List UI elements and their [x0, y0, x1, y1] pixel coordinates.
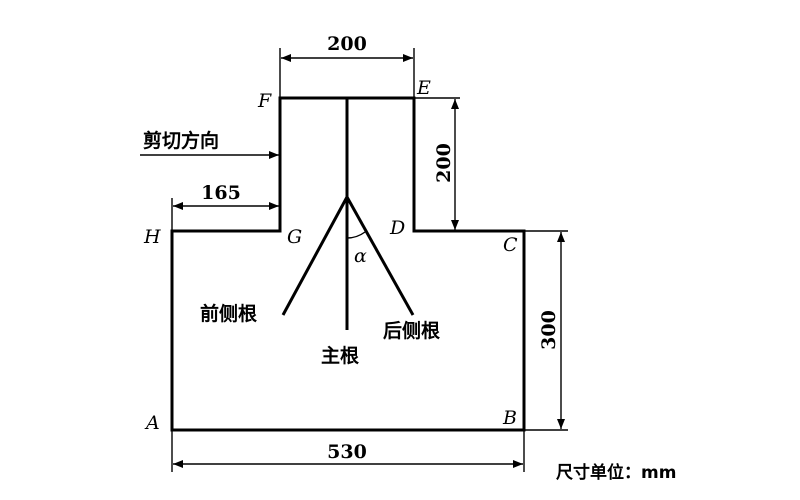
back-side-root-line [345, 196, 415, 316]
dim-left-offset-label: 165 [201, 182, 241, 204]
point-label-b: B [502, 407, 517, 429]
dim-right-height-label: 200 [433, 143, 455, 183]
dim-body-height-label: 300 [538, 310, 560, 350]
angle-label: α [354, 245, 367, 267]
point-label-e: E [416, 77, 431, 99]
main-root-label: 主根 [321, 344, 359, 367]
point-label-c: C [503, 234, 518, 256]
point-label-f: F [257, 90, 272, 112]
back-side-root-label: 后侧根 [383, 319, 440, 342]
unit-note: 尺寸单位：mm [556, 462, 676, 483]
dim-top-width-label: 200 [327, 33, 367, 55]
point-label-a: A [144, 412, 160, 434]
point-label-g: G [287, 226, 302, 248]
point-label-d: D [389, 217, 405, 239]
front-side-root-line [281, 196, 349, 316]
front-side-root-label: 前侧根 [200, 302, 257, 325]
dim-base-width-label: 530 [327, 441, 367, 463]
point-label-h: H [143, 226, 161, 248]
shear-direction-label: 剪切方向 [143, 129, 219, 152]
angle-arc [346, 231, 366, 239]
